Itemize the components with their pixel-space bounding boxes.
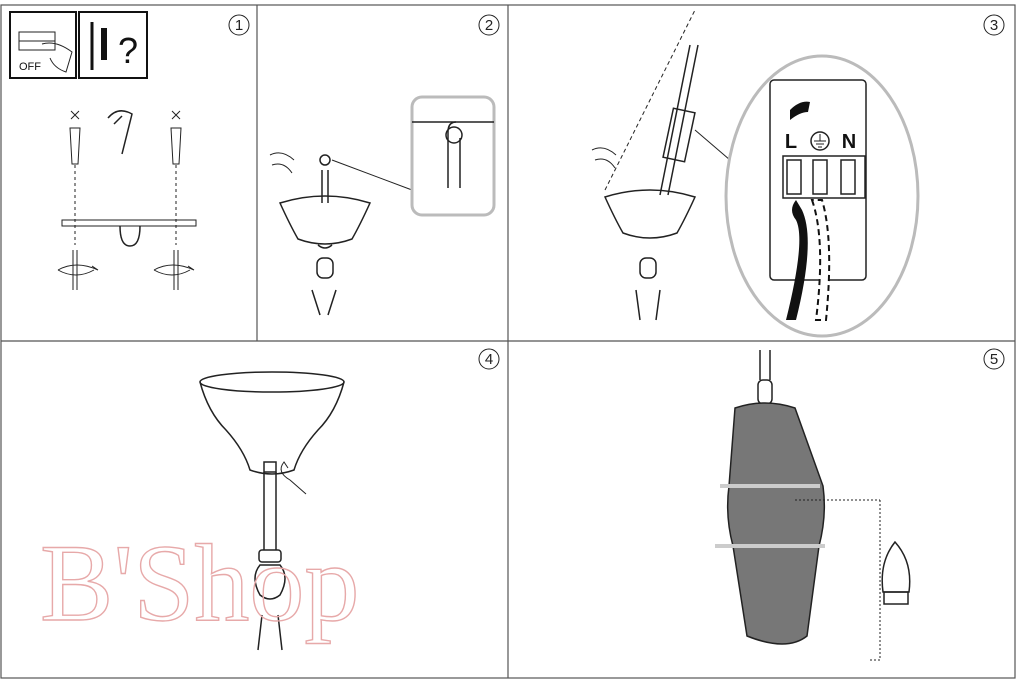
chandelier-illustration [715,350,911,661]
screws-check-icon: ? [78,11,148,79]
live-label: L [785,131,797,153]
svg-text:2: 2 [485,17,493,34]
svg-text:3: 3 [990,17,998,34]
earth-ground-icon [810,131,830,151]
wiring-assembly [591,9,731,321]
svg-text:1: 1 [235,17,243,34]
watermark-logo: B'Shop [40,522,359,644]
svg-text:5: 5 [990,351,998,368]
step-4-number: 4 [478,348,500,370]
canopy-hook-assembly [269,95,496,316]
step-1-number: 1 [228,14,250,36]
neutral-label: N [842,131,856,153]
svg-text:?: ? [118,30,138,71]
svg-text:4: 4 [485,351,493,368]
svg-text:OFF: OFF [19,61,41,73]
step-5-number: 5 [983,348,1005,370]
canopy-fixing-assembly [199,371,345,651]
step-3-number: 3 [983,14,1005,36]
power-off-icon: OFF [9,11,77,79]
terminal-block-detail: L N [724,54,920,338]
step-2-number: 2 [478,14,500,36]
ceiling-plate-assembly [57,110,197,290]
